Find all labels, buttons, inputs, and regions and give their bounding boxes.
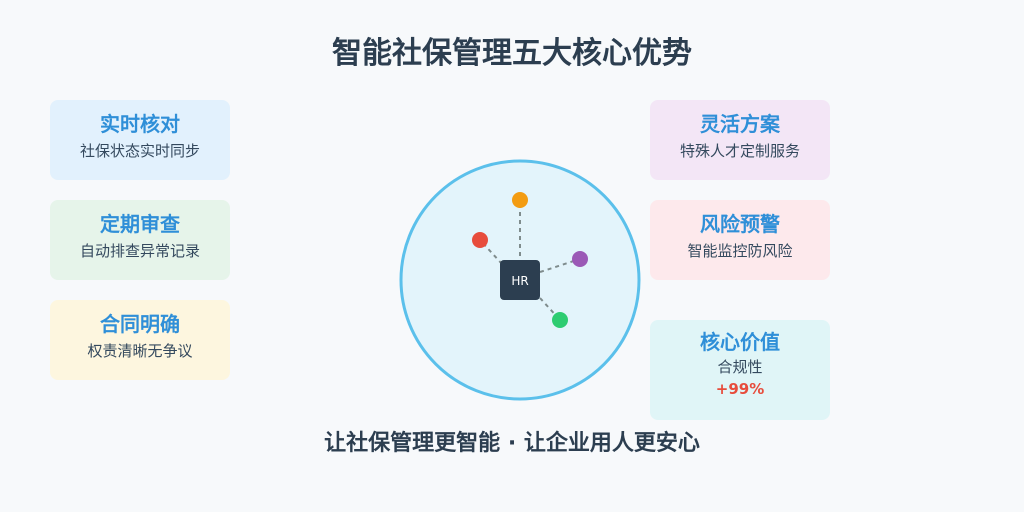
card-subtitle: 社保状态实时同步 bbox=[79, 142, 200, 160]
card-subtitle: 特殊人才定制服务 bbox=[679, 142, 800, 160]
hr-center-box bbox=[500, 260, 540, 300]
page-title: 智能社保管理五大核心优势 bbox=[332, 36, 692, 71]
card-clear-contract: 合同明确 权责清晰无争议 bbox=[50, 300, 230, 380]
card-heading: 实时核对 bbox=[100, 112, 180, 136]
node-orange bbox=[512, 192, 528, 208]
card-periodic-review: 定期审查 自动排查异常记录 bbox=[50, 200, 230, 280]
card-subtitle: 自动排查异常记录 bbox=[79, 242, 200, 260]
node-green bbox=[552, 312, 568, 328]
hr-center-label: HR bbox=[511, 274, 528, 288]
card-realtime-check: 实时核对 社保状态实时同步 bbox=[50, 100, 230, 180]
node-purple bbox=[572, 251, 588, 267]
compliance-highlight: +99% bbox=[715, 380, 765, 398]
card-flexible-plan: 灵活方案 特殊人才定制服务 bbox=[650, 100, 830, 180]
card-heading: 核心价值 bbox=[700, 330, 780, 354]
slogan: 让社保管理更智能 · 让企业用人更安心 bbox=[324, 431, 700, 456]
card-heading: 合同明确 bbox=[100, 312, 180, 336]
card-core-value: 核心价值 合规性 +99% bbox=[650, 320, 830, 420]
card-heading: 灵活方案 bbox=[700, 112, 780, 136]
node-red bbox=[472, 232, 488, 248]
card-heading: 风险预警 bbox=[700, 212, 780, 236]
card-heading: 定期审查 bbox=[100, 212, 180, 236]
card-subtitle: 合规性 bbox=[717, 358, 763, 376]
card-subtitle: 权责清晰无争议 bbox=[87, 342, 193, 360]
card-risk-warning: 风险预警 智能监控防风险 bbox=[650, 200, 830, 280]
hr-hub-diagram: HR bbox=[399, 159, 641, 401]
card-subtitle: 智能监控防风险 bbox=[687, 242, 793, 260]
